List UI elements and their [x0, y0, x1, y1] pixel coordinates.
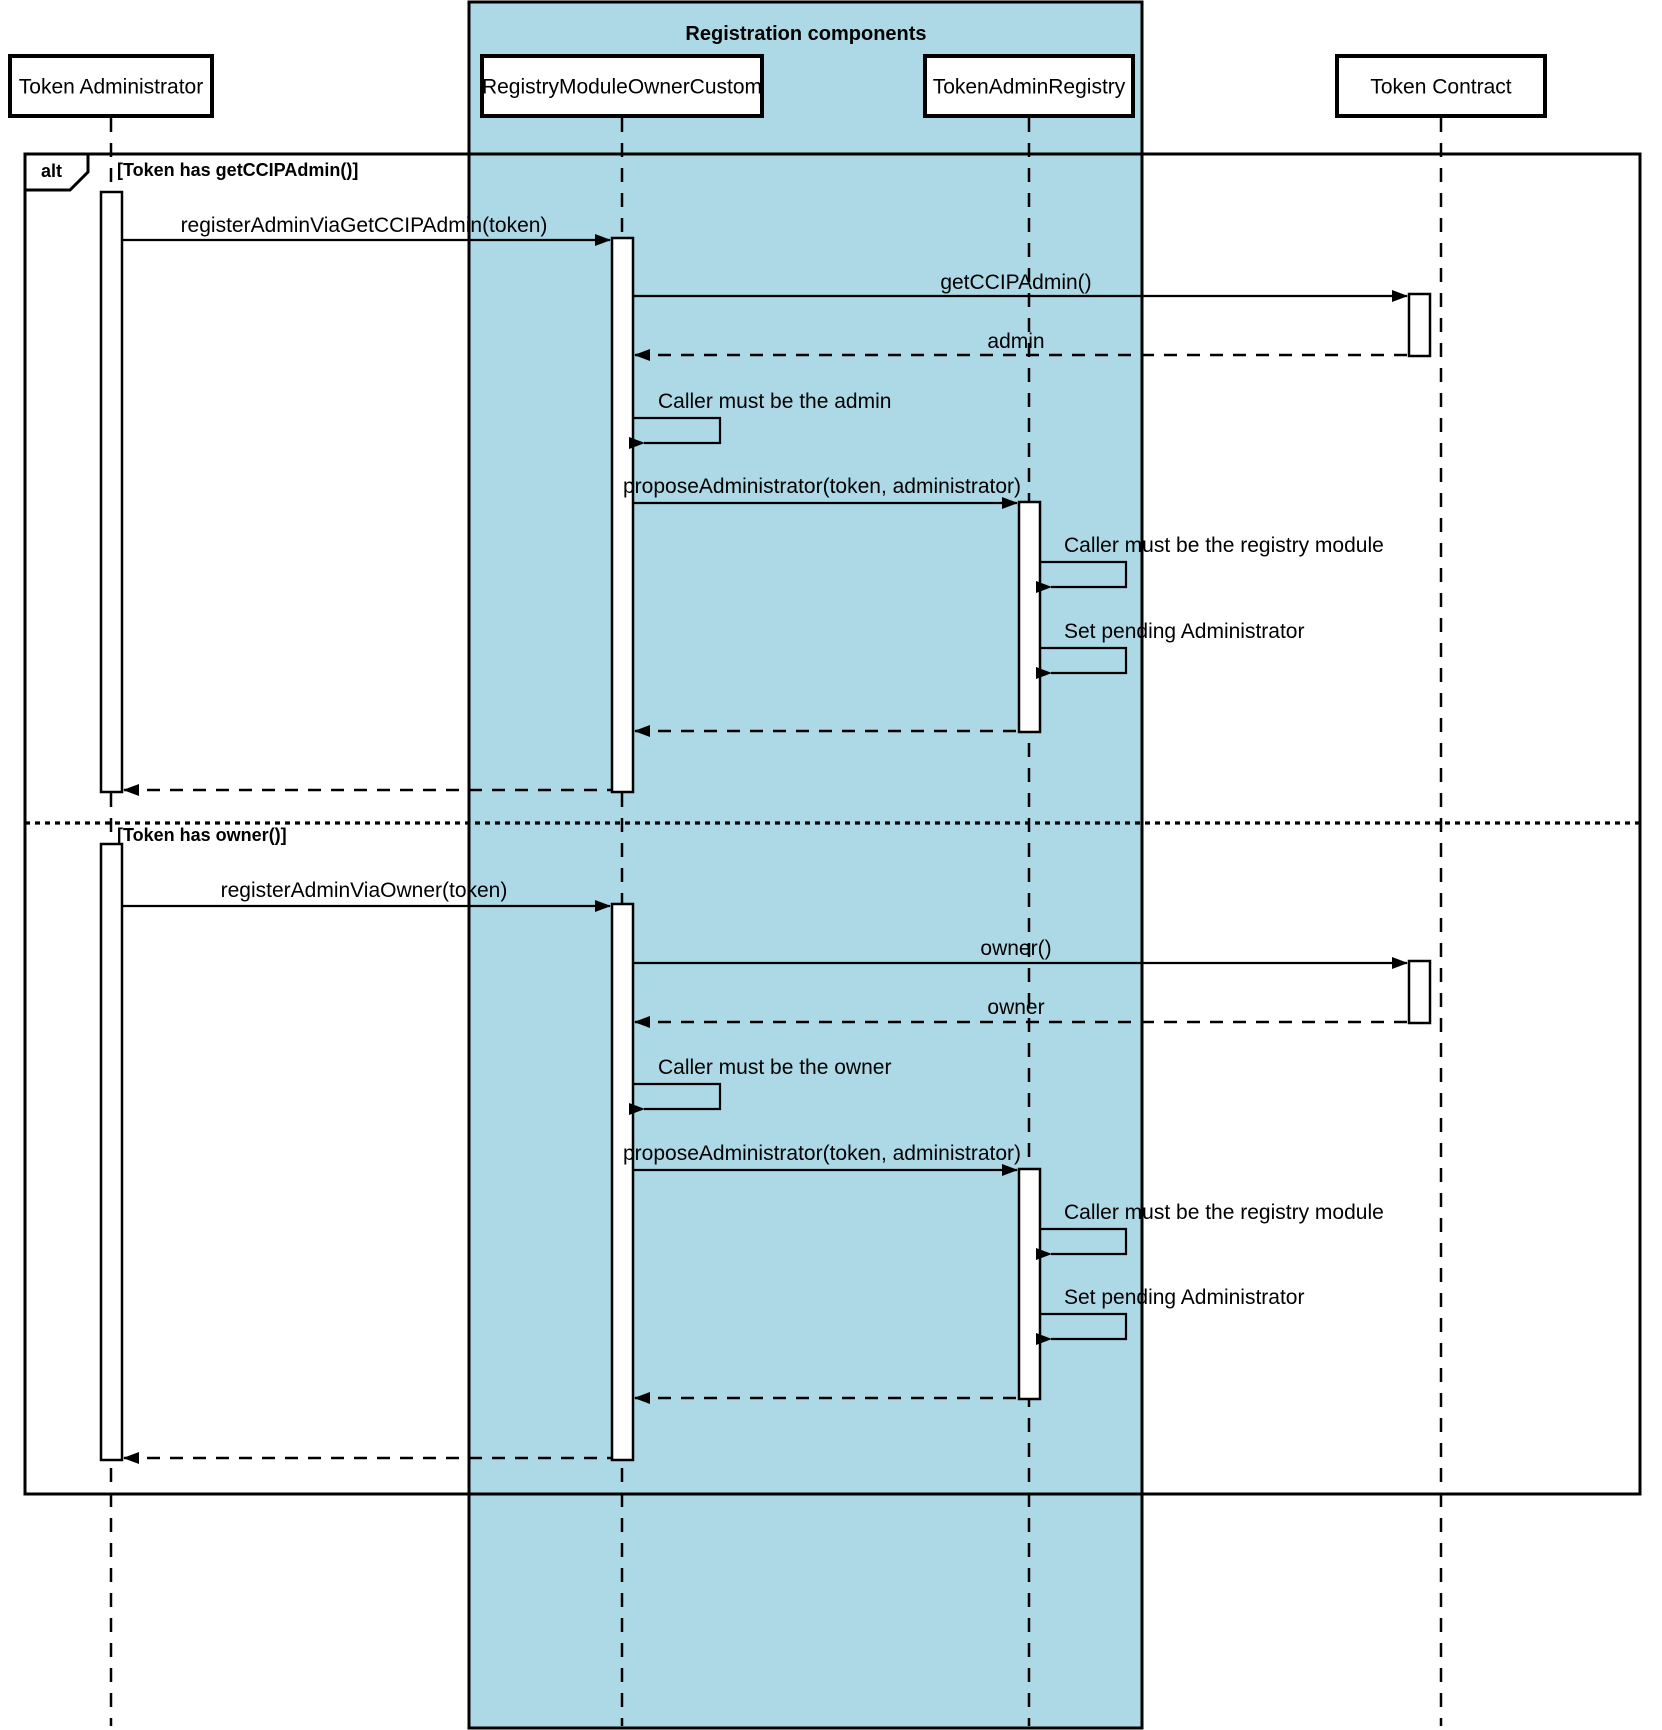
message-arrow-m6	[1036, 560, 1128, 593]
participant-label-registry-module-owner-custom: RegistryModuleOwnerCustom	[482, 76, 762, 99]
message-arrow-m15	[1036, 1227, 1128, 1260]
activation-registry-module-2	[610, 902, 635, 1462]
message-label-m13: Caller must be the owner	[658, 1056, 891, 1079]
activation-token-contract-2	[1407, 959, 1432, 1025]
activation-registry-module-1	[610, 236, 635, 794]
participant-label-token-administrator: Token Administrator	[19, 76, 203, 99]
activation-admin-1	[99, 190, 124, 794]
activation-admin-2	[99, 842, 124, 1462]
alt-operator-label: alt	[41, 161, 62, 181]
participant-box-token-contract[interactable]	[1335, 54, 1547, 118]
message-label-m7: Set pending Administrator	[1064, 620, 1304, 643]
message-label-m15: Caller must be the registry module	[1064, 1201, 1384, 1224]
participant-box-token-admin-registry[interactable]	[923, 54, 1135, 118]
activation-token-admin-registry-2	[1017, 1167, 1042, 1401]
alt-guard-1: [Token has getCCIPAdmin()]	[117, 160, 358, 180]
message-arrow-m16	[1036, 1312, 1128, 1345]
group-box-registration-components	[467, 0, 1144, 1730]
message-label-m10: registerAdminViaOwner(token)	[221, 879, 508, 902]
message-label-m3: admin	[987, 330, 1044, 353]
message-label-m6: Caller must be the registry module	[1064, 534, 1384, 557]
message-label-m1: registerAdminViaGetCCIPAdmin(token)	[181, 214, 548, 237]
participant-box-registry-module-owner-custom[interactable]	[480, 54, 764, 118]
alt-frame-tab	[23, 152, 90, 192]
activation-token-admin-registry-1	[1017, 500, 1042, 734]
participant-box-token-administrator[interactable]	[8, 54, 214, 118]
group-title: Registration components	[685, 23, 926, 45]
message-label-m5: proposeAdministrator(token, administrato…	[623, 475, 1021, 498]
activation-token-contract-1	[1407, 292, 1432, 358]
alt-guard-2: [Token has owner()]	[117, 825, 287, 845]
message-arrow-m13	[629, 1082, 722, 1115]
message-label-m16: Set pending Administrator	[1064, 1286, 1304, 1309]
message-label-m4: Caller must be the admin	[658, 390, 891, 413]
message-label-m12: owner	[987, 996, 1044, 1019]
message-label-m2: getCCIPAdmin()	[940, 271, 1091, 294]
message-label-m14: proposeAdministrator(token, administrato…	[623, 1142, 1021, 1165]
message-arrow-m4	[629, 416, 722, 449]
participant-label-token-contract: Token Contract	[1370, 76, 1511, 99]
message-arrow-m7	[1036, 646, 1128, 679]
message-label-m11: owner()	[980, 937, 1051, 960]
participant-label-token-admin-registry: TokenAdminRegistry	[933, 76, 1126, 99]
